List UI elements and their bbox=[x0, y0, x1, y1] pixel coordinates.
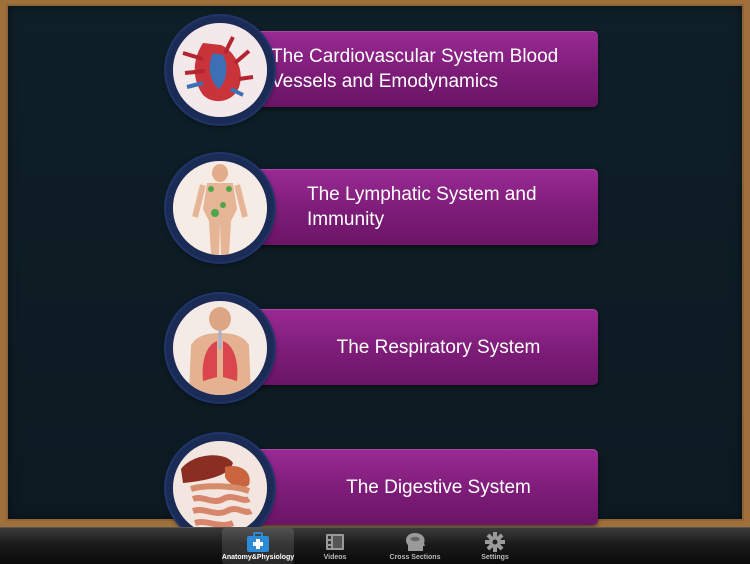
film-icon bbox=[326, 534, 344, 550]
bottom-tab-bar: Anatomy&Physiology Videos Cross Sections bbox=[0, 527, 750, 564]
lymphatic-body-icon bbox=[173, 161, 267, 255]
topic-digestive[interactable]: The Digestive System bbox=[166, 434, 598, 542]
gear-icon bbox=[485, 532, 505, 552]
tab-label: Cross Sections bbox=[389, 554, 441, 561]
chalkboard-background: The Cardiovascular System Blood Vessels … bbox=[0, 0, 750, 542]
heart-vessels-icon bbox=[173, 23, 267, 117]
tab-cross-sections[interactable]: Cross Sections bbox=[379, 528, 451, 564]
topic-banner-digestive[interactable]: The Digestive System bbox=[241, 449, 598, 525]
topic-lymphatic[interactable]: The Lymphatic System and Immunity bbox=[166, 154, 598, 262]
topic-title: The Respiratory System bbox=[336, 336, 541, 358]
topic-title: The Lymphatic System and Immunity bbox=[307, 184, 537, 230]
topic-title: The Digestive System bbox=[346, 476, 531, 498]
topic-badge[interactable] bbox=[166, 16, 274, 124]
topic-respiratory[interactable]: The Respiratory System bbox=[166, 294, 598, 402]
topic-banner-cardiovascular[interactable]: The Cardiovascular System Blood Vessels … bbox=[241, 31, 598, 107]
brain-head-icon bbox=[406, 533, 425, 551]
tab-settings[interactable]: Settings bbox=[459, 528, 531, 564]
tab-label: Anatomy&Physiology bbox=[221, 554, 295, 561]
lungs-icon bbox=[173, 301, 267, 395]
topic-badge[interactable] bbox=[166, 294, 274, 402]
topic-badge[interactable] bbox=[166, 154, 274, 262]
topic-cardiovascular[interactable]: The Cardiovascular System Blood Vessels … bbox=[166, 16, 598, 124]
digestive-organs-icon bbox=[173, 441, 267, 535]
tab-label: Settings bbox=[481, 554, 509, 561]
topic-title: The Cardiovascular System Blood Vessels … bbox=[271, 46, 559, 92]
tab-label: Videos bbox=[323, 554, 347, 561]
topic-badge[interactable] bbox=[166, 434, 274, 542]
medical-kit-icon bbox=[247, 532, 269, 552]
topic-banner-respiratory[interactable]: The Respiratory System bbox=[241, 309, 598, 385]
topic-banner-lymphatic[interactable]: The Lymphatic System and Immunity bbox=[241, 169, 598, 245]
tab-videos[interactable]: Videos bbox=[299, 528, 371, 564]
tab-anatomy-physiology[interactable]: Anatomy&Physiology bbox=[222, 528, 294, 564]
